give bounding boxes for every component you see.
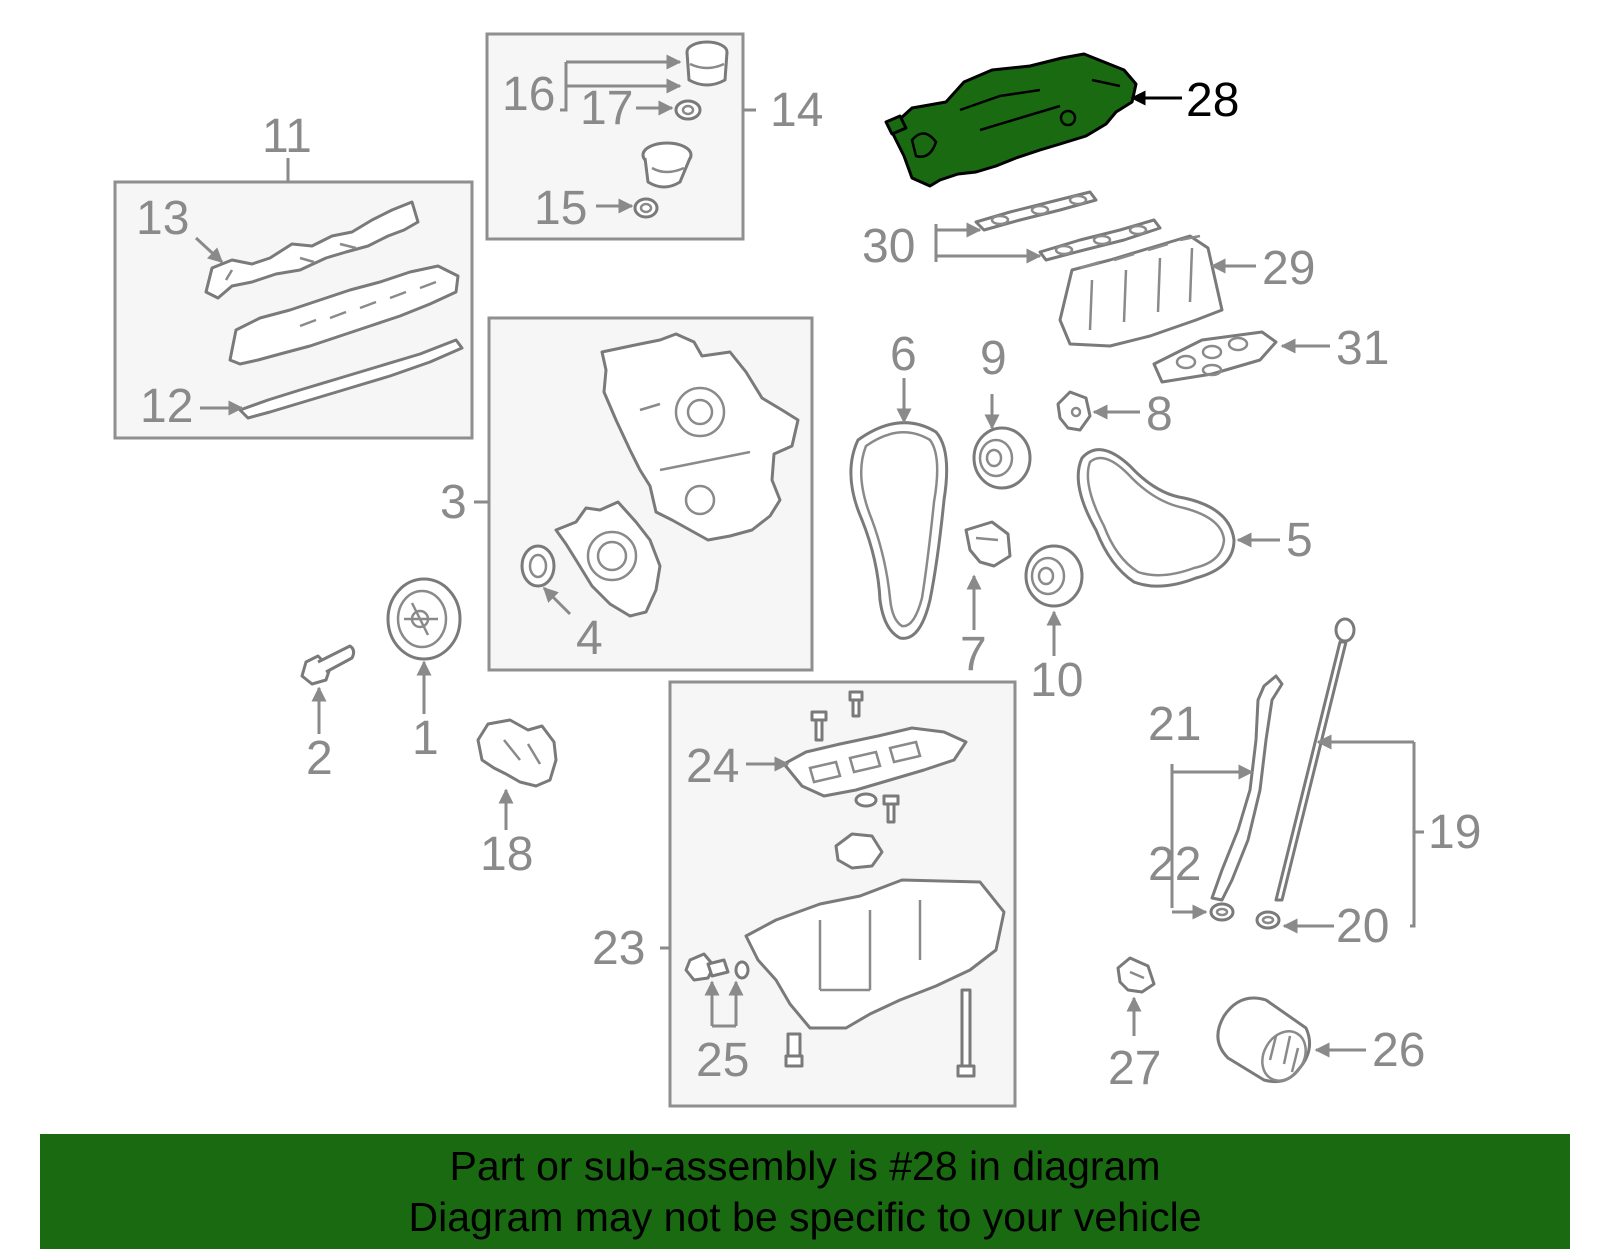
seal-4 <box>520 544 556 588</box>
timing-chain-6 <box>849 421 949 640</box>
oil-pickup <box>834 792 884 870</box>
valve-cover-gasket-12 <box>238 338 464 420</box>
callout-7: 7 <box>960 628 987 681</box>
callout-15: 15 <box>534 182 587 235</box>
info-banner: Part or sub-assembly is #28 in diagram D… <box>40 1134 1570 1249</box>
timing-cover-3 <box>600 332 800 542</box>
dipstick-tube-21 <box>1210 674 1284 902</box>
callout-20: 20 <box>1336 900 1389 953</box>
oil-filter-26 <box>1216 996 1312 1084</box>
chain-guide-8 <box>1056 390 1092 432</box>
crank-pulley-1 <box>386 577 462 661</box>
valve-cover-shield-13 <box>204 200 420 300</box>
callout-29: 29 <box>1262 242 1315 295</box>
callout-27: 27 <box>1108 1042 1161 1095</box>
callout-17: 17 <box>580 82 633 135</box>
callout-3: 3 <box>440 476 467 529</box>
intake-plenum-28-highlighted <box>884 52 1138 188</box>
chain-tensioner-7 <box>964 520 1012 568</box>
callout-19: 19 <box>1428 806 1481 859</box>
callout-26: 26 <box>1372 1024 1425 1077</box>
callout-8: 8 <box>1146 388 1173 441</box>
oil-pan-bolts <box>784 690 976 1078</box>
callout-10: 10 <box>1030 654 1083 707</box>
banner-line-2: Diagram may not be specific to your vehi… <box>408 1193 1202 1240</box>
callout-9: 9 <box>980 332 1007 385</box>
callout-30: 30 <box>862 220 915 273</box>
callout-22: 22 <box>1148 838 1201 891</box>
callout-6: 6 <box>890 328 917 381</box>
callout-12: 12 <box>140 380 193 433</box>
seal-20 <box>1255 910 1281 930</box>
cap-15 <box>641 141 693 189</box>
valve-cover-12 <box>228 264 460 366</box>
callout-23: 23 <box>592 922 645 975</box>
callout-28: 28 <box>1186 74 1239 127</box>
sprocket-10 <box>1024 544 1084 608</box>
callout-14: 14 <box>770 84 823 137</box>
callout-5: 5 <box>1286 514 1313 567</box>
callout-11: 11 <box>262 110 312 163</box>
seal-17 <box>674 99 702 121</box>
callout-21: 21 <box>1148 698 1201 751</box>
sprocket-9 <box>972 426 1032 490</box>
callout-13: 13 <box>136 192 189 245</box>
callout-25: 25 <box>696 1034 749 1087</box>
callout-16: 16 <box>502 68 555 121</box>
seal-15 <box>633 197 659 219</box>
oil-filler-cap-16 <box>685 40 729 87</box>
oil-pressure-sensor-27 <box>1116 956 1156 994</box>
front-cover-plate-3 <box>554 500 662 618</box>
callout-24: 24 <box>686 740 739 793</box>
timing-chain-5 <box>1076 448 1236 588</box>
seal-22 <box>1209 902 1235 922</box>
leader-lines <box>194 54 1424 1058</box>
intake-manifold-29 <box>1058 234 1224 348</box>
water-pump-18 <box>476 718 558 788</box>
banner-line-1: Part or sub-assembly is #28 in diagram <box>449 1142 1161 1189</box>
callout-labels: 11 13 12 16 17 14 15 3 4 1 2 18 6 9 8 7 … <box>136 68 1481 1095</box>
callout-4: 4 <box>576 612 603 665</box>
gasket-31 <box>1152 330 1278 384</box>
gasket-30-upper <box>974 190 1098 232</box>
callout-18: 18 <box>480 828 533 881</box>
dipstick-19 <box>1274 617 1356 902</box>
bolt-2 <box>300 644 356 686</box>
oil-pan-gasket-24 <box>782 726 968 798</box>
callout-31: 31 <box>1336 322 1389 375</box>
callout-1: 1 <box>412 712 439 765</box>
drain-plug-25 <box>684 952 750 982</box>
callout-2: 2 <box>306 732 333 785</box>
gasket-30-lower <box>1038 218 1162 262</box>
oil-pan-23 <box>744 878 1006 1030</box>
